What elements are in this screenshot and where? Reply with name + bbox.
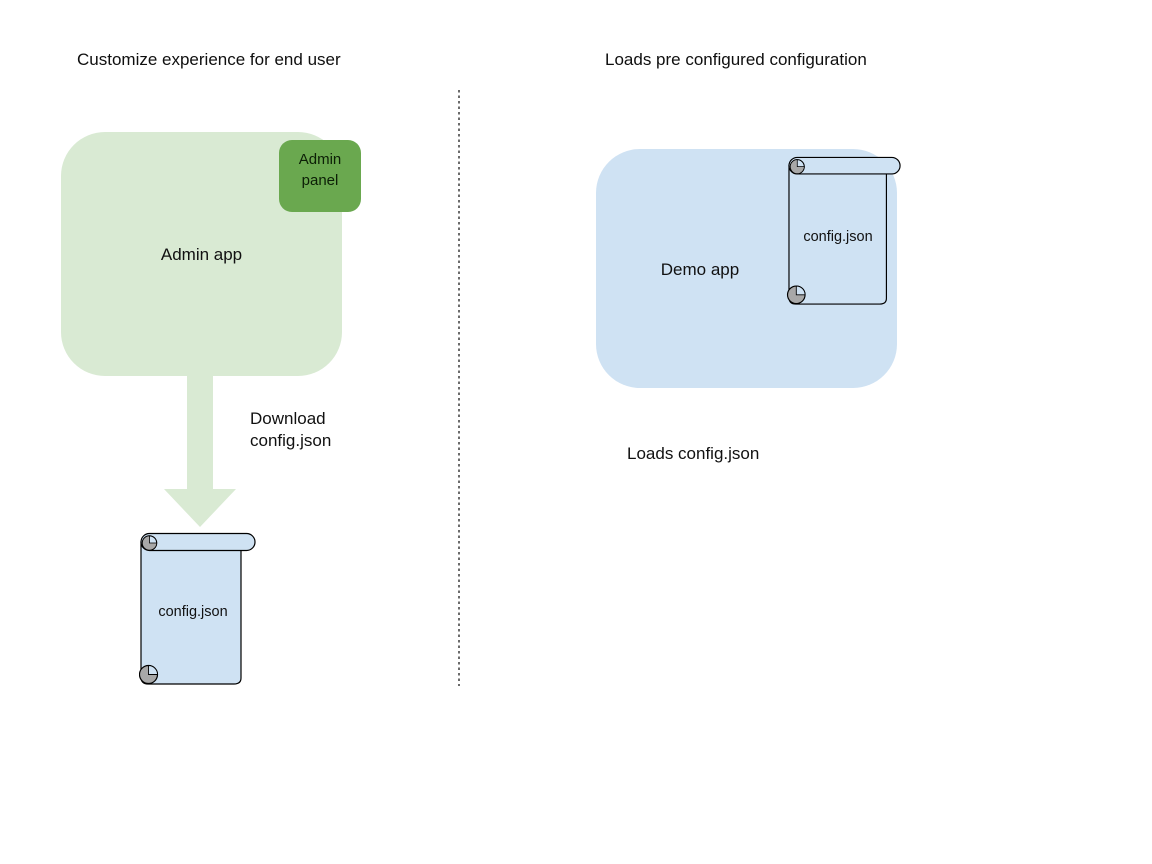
config-file-label: config.json: [158, 604, 228, 620]
download-arrow-icon: [164, 376, 236, 527]
left-section-title: Customize experience for end user: [77, 50, 341, 69]
admin-app-label: Admin app: [160, 245, 243, 264]
demo-app-label: Demo app: [660, 260, 740, 279]
config-file-label: config.json: [803, 229, 873, 245]
section-divider: [458, 90, 460, 686]
loads-config-caption: Loads config.json: [627, 444, 760, 463]
admin-panel-shape: [279, 140, 361, 212]
right-section-title: Loads pre configured configuration: [605, 50, 867, 69]
download-arrow-label: Download config.json: [250, 409, 332, 450]
admin-panel-label: Admin panel: [298, 151, 342, 189]
